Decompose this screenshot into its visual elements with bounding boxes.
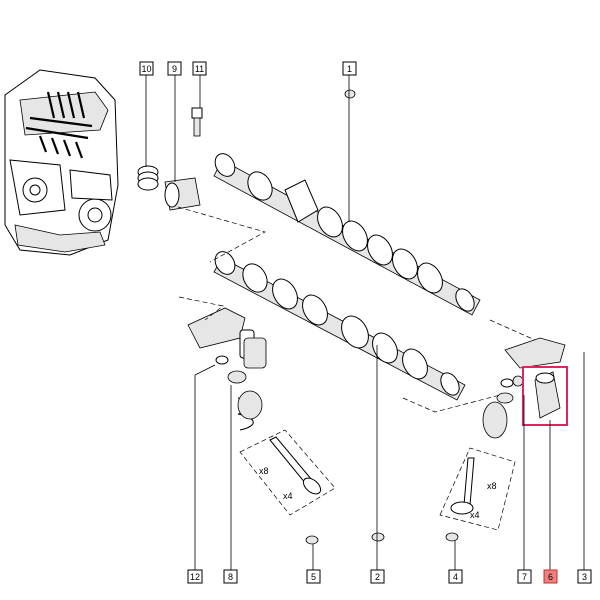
spring-part-10 xyxy=(137,165,159,191)
svg-text:3: 3 xyxy=(582,572,587,582)
svg-text:11: 11 xyxy=(195,64,204,74)
clip-part-2 xyxy=(371,532,385,542)
clip-part-5 xyxy=(305,535,319,545)
svg-text:12: 12 xyxy=(190,572,200,582)
callout-10: 10 xyxy=(139,61,154,76)
callout-7: 7 xyxy=(517,569,532,584)
right-springs-qty: x8 xyxy=(487,481,497,491)
part-6-highlight-frame xyxy=(522,366,568,426)
engine-thumbnail xyxy=(4,69,119,256)
svg-text:6: 6 xyxy=(548,572,553,582)
svg-text:7: 7 xyxy=(522,572,527,582)
bolt-part-11 xyxy=(191,107,203,137)
svg-text:2: 2 xyxy=(375,572,380,582)
right-valves-qty: x4 xyxy=(470,510,480,520)
svg-text:8: 8 xyxy=(228,572,233,582)
callout-1: 1 xyxy=(342,61,357,76)
callout-12: 12 xyxy=(187,569,203,584)
callout-9: 9 xyxy=(167,61,182,76)
bushing-part-9 xyxy=(164,177,201,211)
left-valves-qty: x4 xyxy=(283,491,293,501)
lower-camshaft xyxy=(213,251,466,401)
svg-text:10: 10 xyxy=(141,64,151,74)
clip-part-1 xyxy=(344,89,356,99)
left-rocker-assembly xyxy=(187,307,267,431)
callout-8: 8 xyxy=(223,569,238,584)
right-rocker-assembly xyxy=(482,337,566,439)
callout-3: 3 xyxy=(577,569,592,584)
leader-lines xyxy=(145,75,585,570)
svg-text:9: 9 xyxy=(172,64,177,74)
callout-2: 2 xyxy=(370,569,385,584)
right-valve-group: x8 x4 xyxy=(439,447,516,531)
callout-11: 11 xyxy=(192,61,207,76)
svg-text:1: 1 xyxy=(347,64,352,74)
reference-dashed-lines xyxy=(177,206,536,413)
callout-4: 4 xyxy=(448,569,463,584)
svg-text:5: 5 xyxy=(311,572,316,582)
callout-5: 5 xyxy=(306,569,321,584)
clip-part-4 xyxy=(445,532,459,542)
hydraulic-tappet-part-6 xyxy=(534,371,561,419)
upper-camshaft xyxy=(213,153,481,316)
left-springs-qty: x8 xyxy=(259,466,269,476)
svg-text:4: 4 xyxy=(453,572,458,582)
callout-6-highlighted: 6 xyxy=(543,569,558,584)
left-valve-group: x8 x4 xyxy=(239,429,336,516)
